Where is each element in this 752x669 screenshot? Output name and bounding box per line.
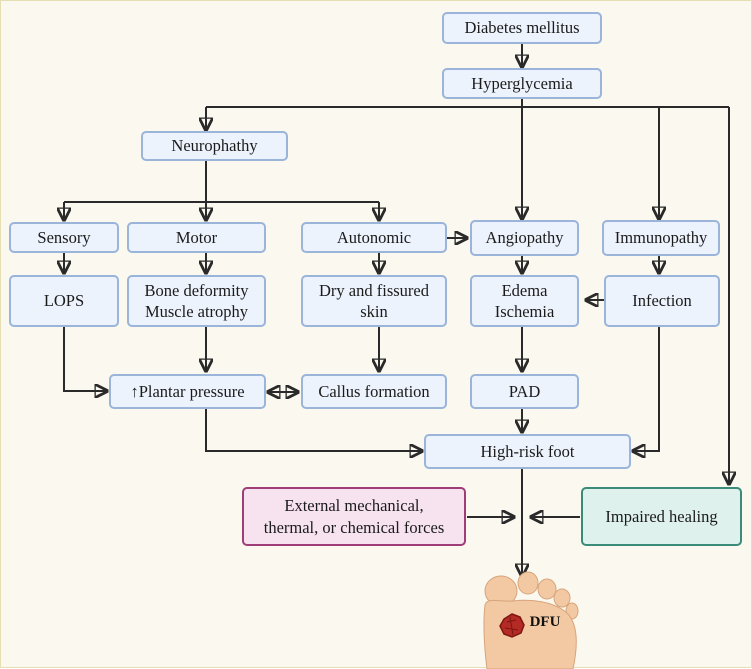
immunopathy-label: Immunopathy — [614, 228, 708, 248]
pad-label: PAD — [508, 381, 541, 401]
dfu-label: DFU — [529, 614, 561, 630]
high-risk-foot-box: High-risk foot — [424, 434, 631, 469]
external-forces-label-line2: thermal, or chemical forces — [263, 517, 445, 537]
external-forces-box: External mechanical, thermal, or chemica… — [242, 487, 466, 546]
ischemia-label: Ischemia — [494, 302, 555, 321]
bone-deformity-box: Bone deformity Muscle atrophy — [127, 275, 266, 327]
autonomic-box: Autonomic — [301, 222, 447, 253]
motor-label: Motor — [175, 227, 218, 247]
callus-formation-label: Callus formation — [318, 381, 430, 401]
edema-ischemia-box: Edema Ischemia — [470, 275, 579, 327]
toe-4-icon — [553, 588, 571, 608]
infection-box: Infection — [604, 275, 720, 327]
neuropathy-box: Neurophathy — [141, 131, 288, 161]
line-neuropathy-branch — [64, 161, 379, 203]
pad-box: PAD — [470, 374, 579, 409]
neuropathy-label: Neurophathy — [171, 136, 258, 156]
motor-box: Motor — [127, 222, 266, 253]
lops-label: LOPS — [43, 291, 85, 311]
dry-skin-label-line2: skin — [360, 302, 388, 321]
callus-formation-box: Callus formation — [301, 374, 447, 409]
sole-icon — [483, 599, 577, 669]
plantar-pressure-label: ↑Plantar pressure — [130, 381, 245, 401]
arrow-infection-highrisk — [633, 327, 660, 451]
sensory-box: Sensory — [9, 222, 119, 253]
arrow-plantar-highrisk — [205, 409, 422, 451]
infection-label: Infection — [632, 291, 692, 311]
diabetes-mellitus-label: Diabetes mellitus — [464, 18, 580, 38]
immunopathy-box: Immunopathy — [602, 220, 720, 256]
angiopathy-box: Angiopathy — [470, 220, 579, 256]
sensory-label: Sensory — [37, 227, 91, 247]
arrow-lops-plantar — [63, 327, 107, 391]
dry-skin-label-line1: Dry and fissured — [319, 280, 429, 300]
angiopathy-label: Angiopathy — [485, 228, 564, 248]
high-risk-foot-label: High-risk foot — [480, 441, 575, 461]
muscle-atrophy-label: Muscle atrophy — [144, 302, 249, 321]
hyperglycemia-box: Hyperglycemia — [442, 68, 602, 99]
external-forces-label-line1: External mechanical, — [284, 496, 424, 516]
impaired-healing-label: Impaired healing — [605, 506, 718, 526]
autonomic-label: Autonomic — [336, 227, 412, 247]
toe-3-icon — [537, 578, 557, 600]
bone-deformity-label: Bone deformity — [144, 280, 249, 300]
diabetes-mellitus-box: Diabetes mellitus — [442, 12, 602, 44]
toe-2-icon — [517, 571, 539, 595]
edema-label: Edema — [501, 280, 548, 300]
impaired-healing-box: Impaired healing — [581, 487, 742, 546]
plantar-pressure-box: ↑Plantar pressure — [109, 374, 266, 409]
hyperglycemia-label: Hyperglycemia — [471, 73, 573, 93]
lops-box: LOPS — [9, 275, 119, 327]
ulcer-wound-icon — [499, 613, 525, 638]
dry-skin-box: Dry and fissured skin — [301, 275, 447, 327]
